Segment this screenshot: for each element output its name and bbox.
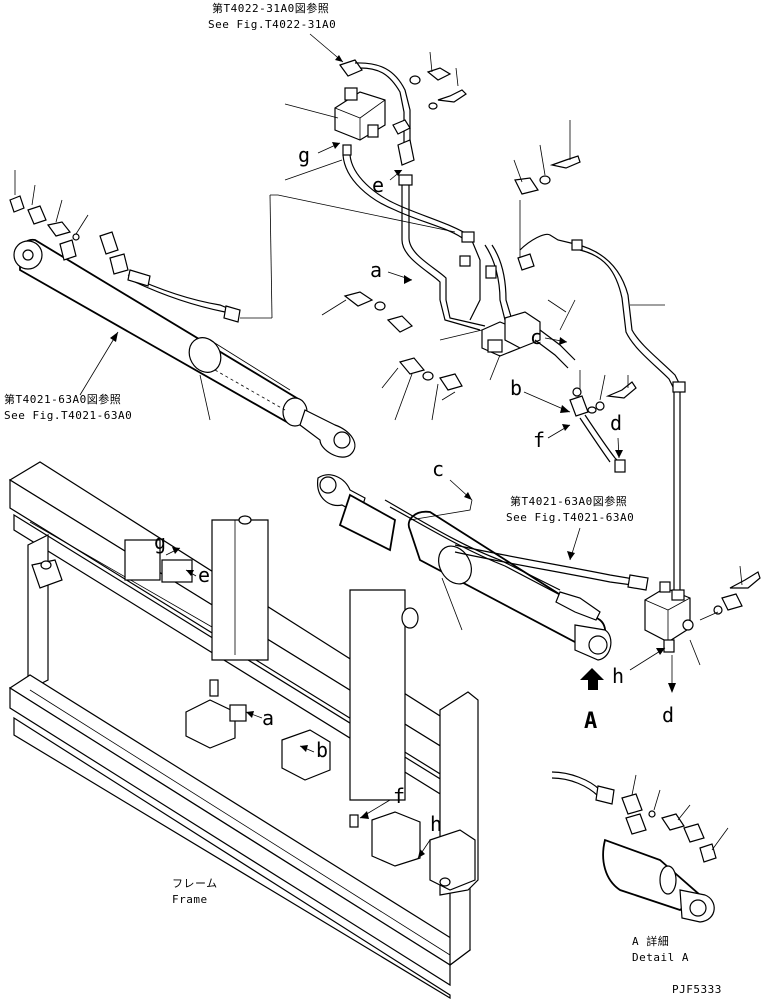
callout-b-center: b — [510, 376, 522, 400]
tee-fitting-f — [569, 381, 637, 473]
ref-top-jp: 第T4022-31A0図参照 — [212, 1, 329, 15]
frame-label-jp: フレーム — [172, 877, 218, 890]
ref-top-en: See Fig.T4022-31A0 — [208, 18, 336, 31]
ref-right-en: See Fig.T4021-63A0 — [506, 511, 634, 524]
callout-f-center: f — [533, 428, 545, 452]
lower-valve-block — [644, 581, 694, 653]
center-junction-block — [481, 311, 576, 369]
view-arrow-a: A — [580, 668, 604, 734]
callout-h-frame: h — [430, 812, 442, 836]
view-arrow-label: A — [584, 709, 597, 734]
callout-f-frame: f — [393, 784, 405, 808]
callout-g-frame: g — [154, 530, 166, 554]
callout-c-right: c — [432, 457, 444, 481]
callout-b-frame: b — [316, 738, 328, 762]
detail-label-en: Detail A — [632, 951, 689, 964]
callout-d-right: d — [662, 703, 674, 727]
callout-d-center: d — [610, 411, 622, 435]
detail-a-view — [551, 771, 729, 923]
callout-e-frame: e — [198, 563, 210, 587]
detail-label-jp: A 詳細 — [632, 934, 669, 948]
callout-g-top: g — [298, 143, 310, 167]
frame-label-en: Frame — [172, 893, 208, 906]
callout-a-center: a — [370, 258, 382, 282]
left-fittings — [9, 170, 129, 275]
ref-left-jp: 第T4021-63A0図参照 — [4, 392, 121, 406]
callout-a-frame: a — [262, 706, 274, 730]
ref-left-en: See Fig.T4021-63A0 — [4, 409, 132, 422]
ref-right-jp: 第T4021-63A0図参照 — [510, 494, 627, 508]
frame-assembly — [8, 461, 479, 999]
callout-c-center: c — [530, 325, 542, 349]
top-valve-block — [334, 87, 386, 156]
callout-h-right: h — [612, 664, 624, 688]
drawing-number: PJF5333 — [672, 983, 722, 996]
left-hydraulic-cylinder — [13, 238, 356, 458]
right-hydraulic-cylinder — [317, 474, 612, 661]
bolts-top — [409, 51, 467, 110]
